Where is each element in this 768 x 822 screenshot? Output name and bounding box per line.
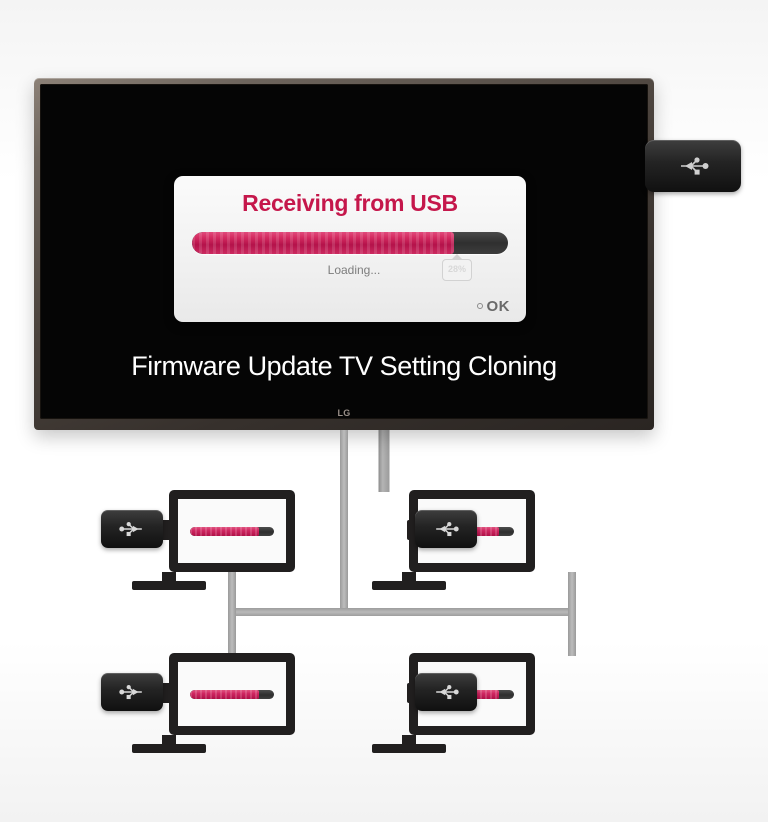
osd-progress-track	[192, 232, 508, 254]
mini-progress-track	[190, 526, 274, 536]
monitor-base	[132, 581, 206, 590]
main-tv: Receiving from USB Loading... 28% OK Fir…	[34, 78, 654, 430]
wire-bottom-right-riser	[568, 608, 576, 656]
monitor-neck	[162, 572, 176, 583]
osd-loading-text: Loading...	[327, 263, 381, 277]
osd-ok-button[interactable]: OK	[476, 298, 511, 315]
usb-icon	[119, 521, 142, 537]
osd-dialog: Receiving from USB Loading... 28% OK	[174, 176, 526, 322]
monitor-screen	[176, 497, 288, 565]
wire-bottom-left-riser	[228, 608, 236, 656]
usb-icon	[681, 157, 709, 175]
osd-title: Receiving from USB	[242, 190, 458, 216]
client-monitor	[169, 653, 295, 735]
usb-stick	[415, 510, 477, 548]
client-monitor	[169, 490, 295, 572]
usb-body	[415, 510, 477, 548]
tv-stand-neck	[378, 430, 390, 492]
mini-progress-fill	[190, 689, 259, 699]
osd-progress-fill	[192, 232, 455, 254]
lg-logo: LG	[337, 408, 351, 418]
monitor-base	[132, 744, 206, 753]
mini-progress-fill	[190, 526, 259, 536]
monitor-screen	[176, 660, 288, 728]
usb-body	[101, 673, 163, 711]
tv-screen: Receiving from USB Loading... 28% OK Fir…	[40, 84, 648, 419]
mini-progress-track	[190, 689, 274, 699]
usb-icon	[436, 521, 459, 537]
osd-status-row: Loading... 28%	[174, 259, 526, 289]
osd-ok-label: OK	[486, 298, 510, 315]
usb-icon	[436, 684, 459, 700]
usb-stick-top	[645, 140, 741, 192]
tv-bezel: Receiving from USB Loading... 28% OK Fir…	[34, 78, 654, 430]
wire-trunk-vertical	[340, 430, 348, 615]
wire-horizontal-bus	[230, 608, 575, 616]
usb-stick	[101, 673, 163, 711]
usb-icon	[119, 684, 142, 700]
wire-top-left-drop	[228, 572, 236, 612]
ok-bullet-icon	[476, 303, 483, 309]
osd-percent-badge: 28%	[442, 259, 472, 281]
monitor-neck	[402, 572, 416, 583]
monitor-neck	[402, 735, 416, 746]
usb-body	[415, 673, 477, 711]
monitor-base	[372, 581, 446, 590]
usb-body	[645, 140, 741, 192]
usb-stick	[415, 673, 477, 711]
usb-stick	[101, 510, 163, 548]
usb-body	[101, 510, 163, 548]
wire-top-right-drop	[568, 572, 576, 612]
monitor-neck	[162, 735, 176, 746]
tv-caption: Firmware Update TV Setting Cloning	[131, 351, 557, 381]
monitor-base	[372, 744, 446, 753]
